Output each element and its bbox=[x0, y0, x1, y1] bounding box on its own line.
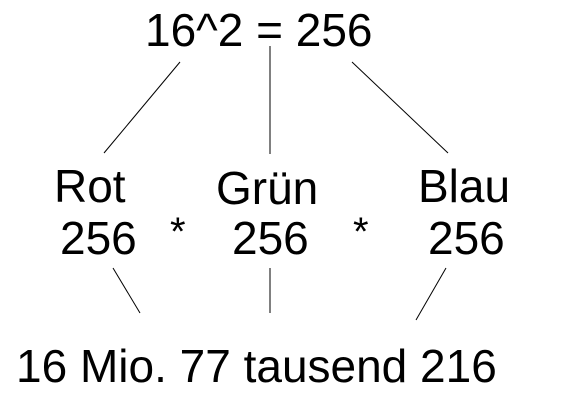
connector-top-to-blau bbox=[351, 61, 449, 154]
channel-label-rot: Rot bbox=[54, 160, 126, 212]
channel-value-rot: 256 bbox=[60, 212, 137, 264]
connector-blau-to-result bbox=[415, 267, 447, 321]
connector-rot-to-result bbox=[112, 267, 141, 314]
connector-top-to-rot bbox=[103, 61, 181, 154]
result-text: 16 Mio. 77 tausend 216 bbox=[16, 340, 497, 392]
channel-value-gruen: 256 bbox=[232, 212, 309, 264]
channel-label-gruen: Grün bbox=[216, 162, 319, 214]
channel-value-blau: 256 bbox=[428, 212, 505, 264]
multiply-operator-1: * bbox=[170, 210, 186, 254]
multiply-operator-2: * bbox=[353, 210, 369, 254]
channel-label-blau: Blau bbox=[418, 160, 511, 212]
top-equation: 16^2 = 256 bbox=[145, 4, 373, 56]
